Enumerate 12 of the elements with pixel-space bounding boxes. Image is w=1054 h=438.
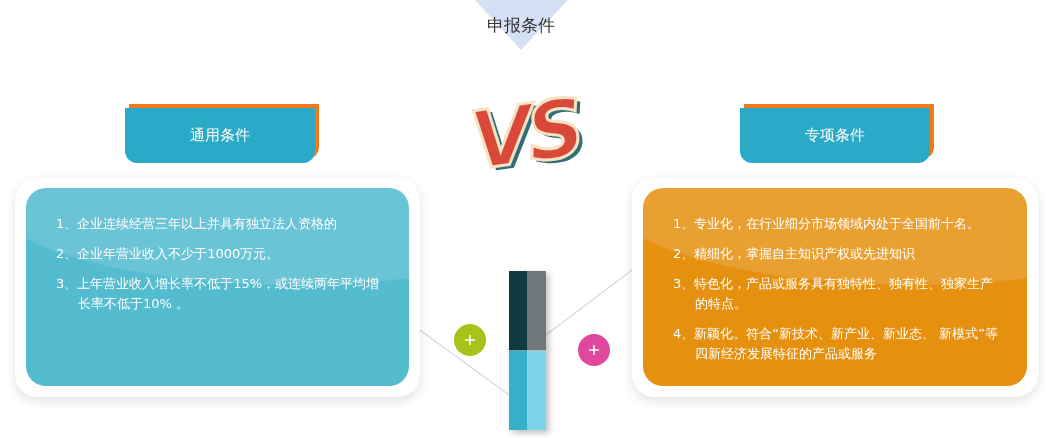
- list-item: 3、上年营业收入增长率不低于15%，或连续两年平均增长率不低于10% 。: [56, 275, 381, 313]
- connector-line: [419, 329, 510, 396]
- bar-block: [509, 271, 546, 430]
- list-item: 1、企业连续经营三年以上并具有独立法人资格的: [56, 215, 339, 233]
- diagram-title: 申报条件: [486, 14, 556, 37]
- list-item: 4、新颖化。符合“新技术、新产业、新业态、 新模式”等四新经济发展特征的产品或服务: [673, 325, 999, 363]
- connector-line: [545, 269, 633, 336]
- list-item: 2、精细化，掌握自主知识产权或先进知识: [673, 245, 917, 263]
- list-item: 1、专业化，在行业细分市场领域内处于全国前十名。: [673, 215, 982, 233]
- list-item: 2、企业年营业收入不少于1000万元。: [56, 245, 281, 263]
- versus-text: VS: [464, 79, 586, 191]
- list-item: 3、特色化，产品或服务具有独特性、独有性、独家生产的特点。: [673, 275, 995, 313]
